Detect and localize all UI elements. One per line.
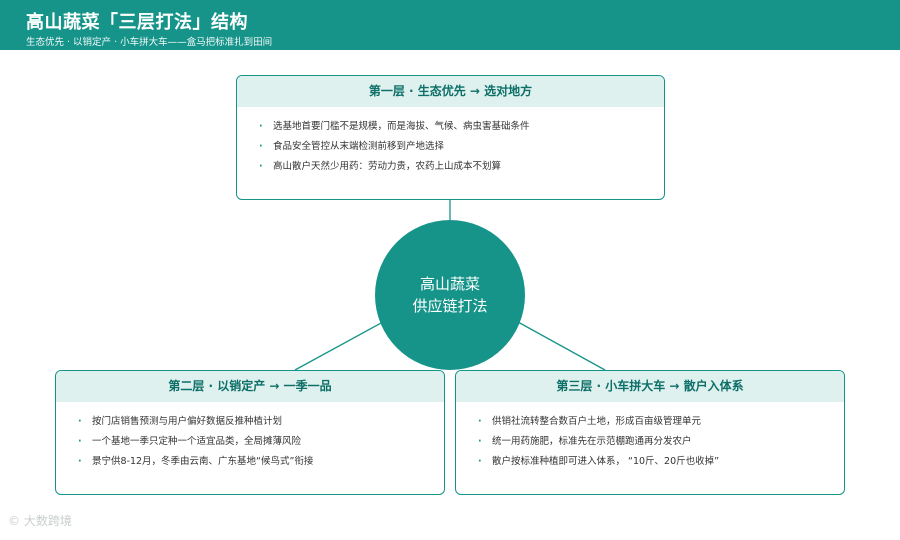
list-item: 一个基地一季只定种一个适宜品类，全局摊薄风险: [78, 432, 444, 452]
page-subtitle: 生态优先 · 以销定产 · 小车拼大车——盒马把标准扎到田间: [26, 37, 273, 48]
layer-3-list: 供销社流转整合数百户土地，形成百亩级管理单元 统一用药施肥，标准先在示范棚跑通再…: [456, 412, 844, 472]
page-title: 高山蔬菜「三层打法」结构: [26, 12, 248, 33]
layer-1-list: 选基地首要门槛不是规模，而是海拔、气候、病虫害基础条件 食品安全管控从末端检测前…: [237, 117, 664, 177]
hub-label-line2: 供应链打法: [412, 297, 488, 315]
layer-card-3: 第三层 · 小车拼大车 → 散户入体系 供销社流转整合数百户土地，形成百亩级管理…: [455, 370, 845, 495]
connector-left: [294, 321, 384, 371]
layer-3-title: 第三层 · 小车拼大车 → 散户入体系: [456, 371, 844, 402]
connector-right: [517, 321, 606, 371]
layer-card-1: 第一层 · 生态优先 → 选对地方 选基地首要门槛不是规模，而是海拔、气候、病虫…: [236, 75, 665, 200]
layer-1-title: 第一层 · 生态优先 → 选对地方: [237, 76, 664, 107]
watermark: © 大数跨境: [8, 514, 72, 528]
layer-card-2: 第二层 · 以销定产 → 一季一品 按门店销售预测与用户偏好数据反推种植计划 一…: [55, 370, 445, 495]
list-item: 按门店销售预测与用户偏好数据反推种植计划: [78, 412, 444, 432]
list-item: 高山散户天然少用药：劳动力贵，农药上山成本不划算: [259, 157, 664, 177]
layer-2-list: 按门店销售预测与用户偏好数据反推种植计划 一个基地一季只定种一个适宜品类，全局摊…: [56, 412, 444, 472]
hub-circle: 高山蔬菜 供应链打法: [375, 220, 525, 370]
list-item: 选基地首要门槛不是规模，而是海拔、气候、病虫害基础条件: [259, 117, 664, 137]
header-bar: 高山蔬菜「三层打法」结构 生态优先 · 以销定产 · 小车拼大车——盒马把标准扎…: [0, 0, 900, 50]
list-item: 散户按标准种植即可进入体系， “10斤、20斤也收掉”: [478, 452, 844, 472]
hub-label-line1: 高山蔬菜: [419, 275, 480, 293]
list-item: 景宁供8-12月，冬季由云南、广东基地“候鸟式”衔接: [78, 452, 444, 472]
list-item: 食品安全管控从末端检测前移到产地选择: [259, 137, 664, 157]
layer-2-title: 第二层 · 以销定产 → 一季一品: [56, 371, 444, 402]
list-item: 统一用药施肥，标准先在示范棚跑通再分发农户: [478, 432, 844, 452]
list-item: 供销社流转整合数百户土地，形成百亩级管理单元: [478, 412, 844, 432]
